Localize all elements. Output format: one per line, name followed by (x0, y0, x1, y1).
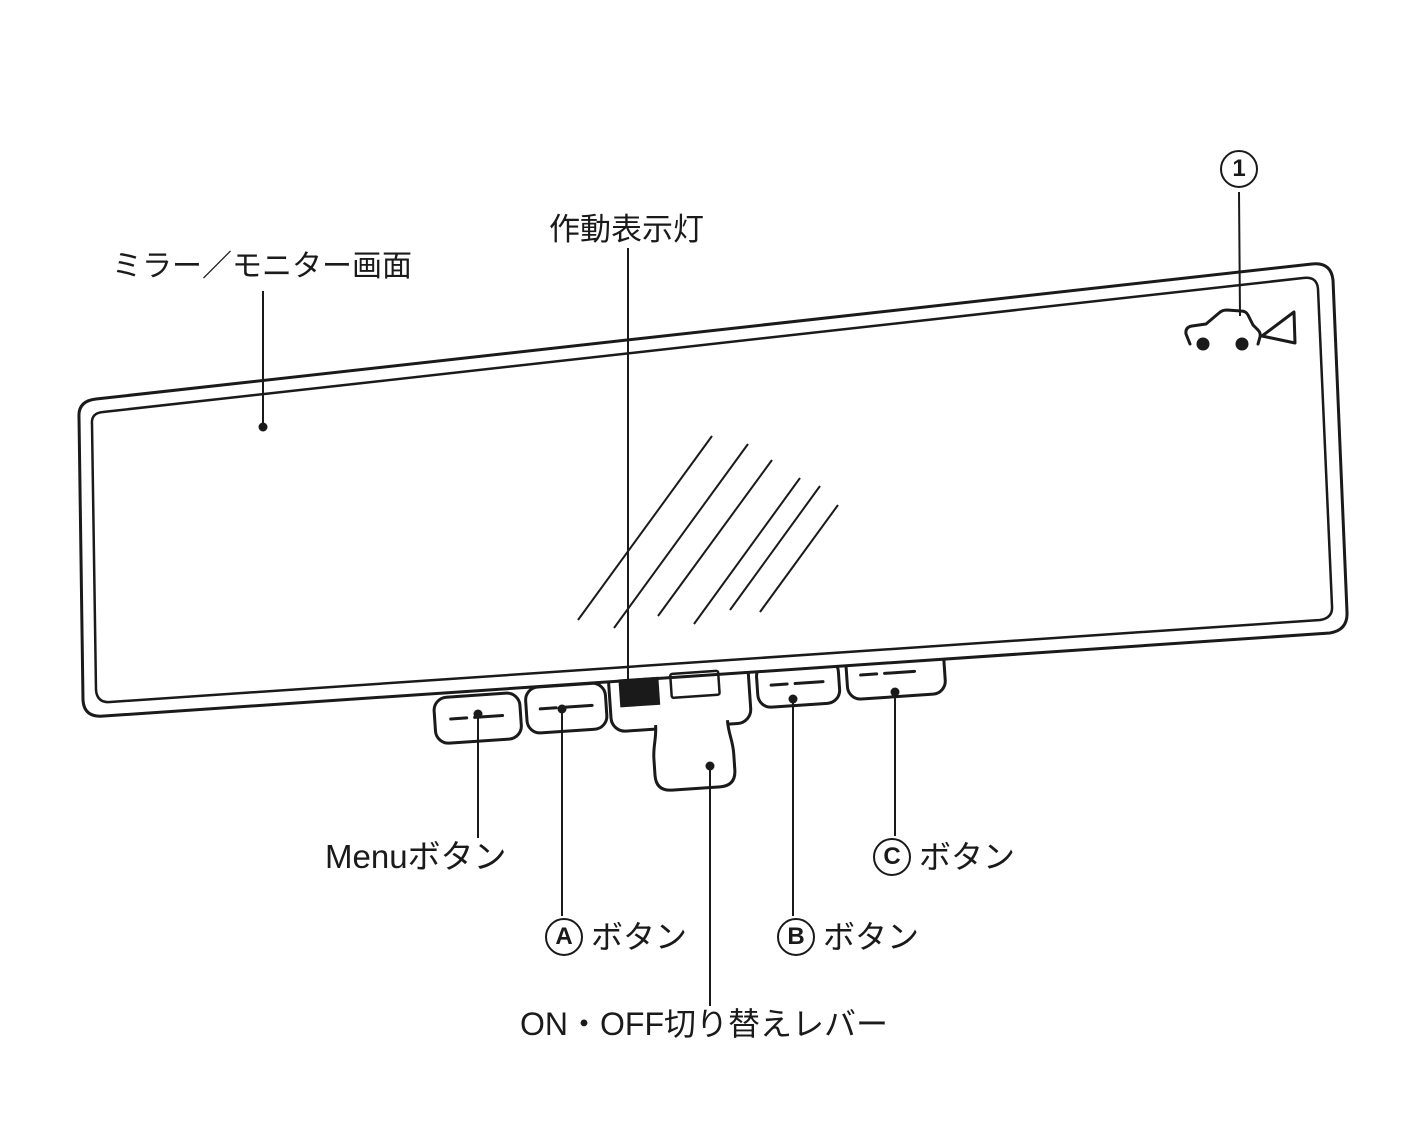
button-b-label: B ボタン (777, 918, 919, 956)
button-b-badge: B (777, 918, 815, 956)
menu-callout-dot (473, 709, 483, 719)
button-c-callout-dot (890, 687, 900, 697)
sensor-window (669, 669, 721, 700)
mirror-inner-outline (90, 276, 1334, 704)
car-with-beam-icon (1184, 308, 1297, 351)
button-a-label: A ボタン (545, 918, 687, 956)
indicator-light (618, 676, 661, 708)
button-c-badge: C (873, 838, 911, 876)
callout-1-badge: 1 (1220, 150, 1258, 188)
callout-1-label: 1 (1220, 150, 1258, 188)
mirror-screen-callout-dot (258, 422, 268, 432)
button-a-badge: A (545, 918, 583, 956)
button-c-text: ボタン (919, 839, 1016, 875)
callout-1-line (1238, 191, 1241, 317)
button-a-text: ボタン (591, 919, 688, 955)
mirror-body (77, 262, 1349, 718)
onoff-lever-label: ON・OFF切り替えレバー (520, 1006, 888, 1042)
callout-lines (262, 191, 1241, 1006)
callout-dots (258, 422, 900, 771)
housing-details (449, 669, 917, 721)
indicator-lamp-label: 作動表示灯 (549, 212, 704, 247)
button-b-text: ボタン (823, 919, 920, 955)
onoff-lever-shape (652, 720, 737, 792)
menu-button-label: Menuボタン (325, 838, 507, 875)
button-a-callout-dot (557, 704, 567, 714)
mirror-outline (77, 262, 1349, 718)
mirror-screen-label: ミラー／モニター画面 (112, 250, 412, 283)
button-c-label: C ボタン (873, 838, 1015, 876)
button-grip-dashes (449, 669, 917, 721)
reflection-hatch (577, 435, 839, 629)
button-b-callout-dot (788, 694, 798, 704)
lever-callout-dot (705, 761, 715, 771)
